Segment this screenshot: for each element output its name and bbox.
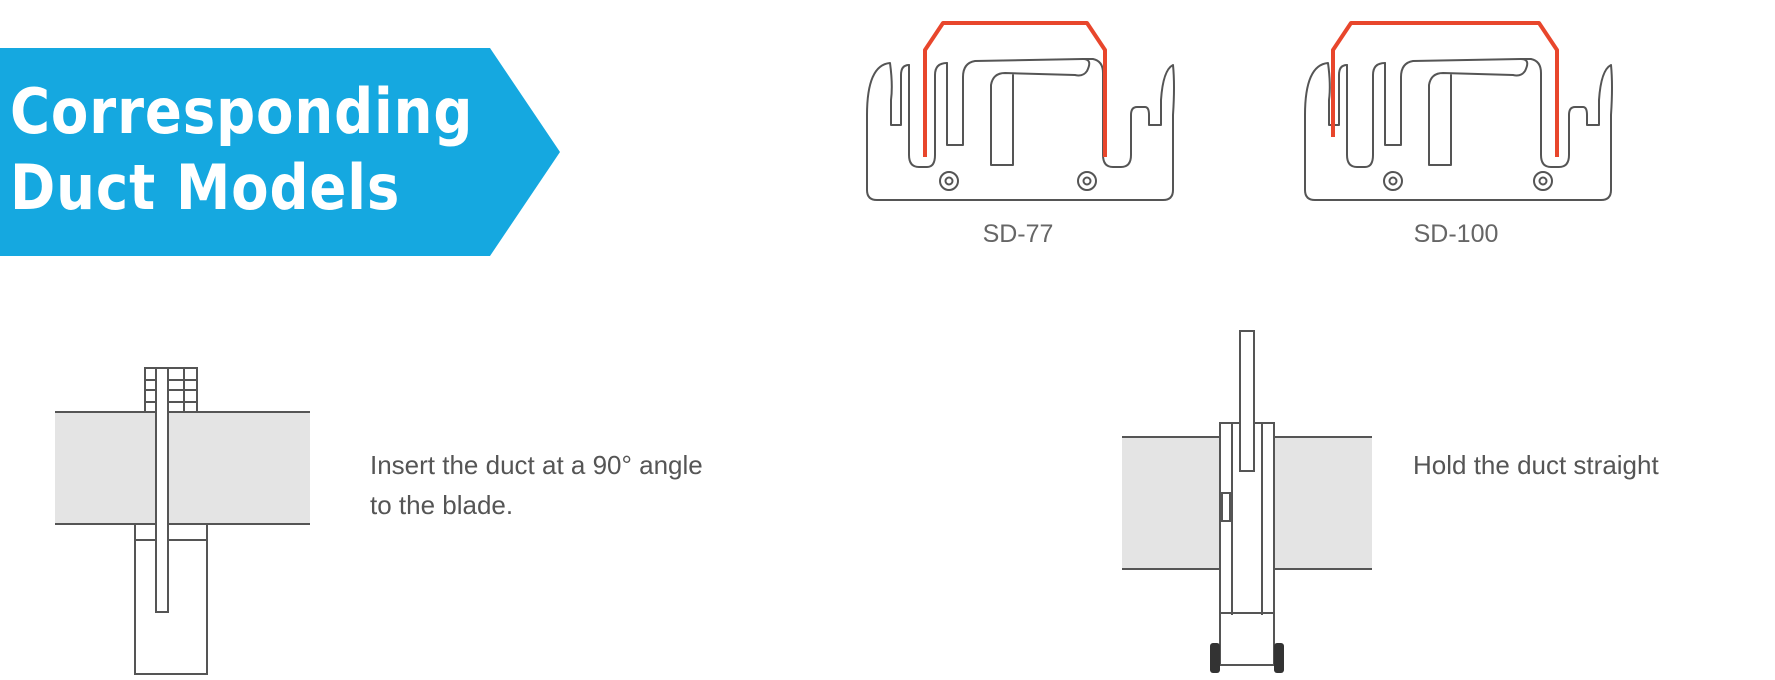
instruction-90-degree: Insert the duct at a 90° angle to the bl… (370, 445, 703, 525)
instruction-90-degree-line1: Insert the duct at a 90° angle (370, 450, 703, 480)
banner-title: Corresponding Duct Models (10, 74, 473, 226)
banner-title-line1: Corresponding (10, 75, 474, 148)
model-label-sd-100: SD-100 (1413, 220, 1499, 248)
sd-77-duct-illustration (866, 21, 1175, 201)
instruction-hold-straight-line1: Hold the duct straight (1413, 450, 1659, 480)
banner-arrow-shape (0, 48, 560, 256)
insert-90-degree-diagram (55, 367, 310, 675)
section-banner: Corresponding Duct Models (0, 48, 565, 256)
hold-straight-diagram (1122, 330, 1372, 673)
instruction-hold-straight: Hold the duct straight (1413, 445, 1659, 485)
banner-title-line2: Duct Models (10, 151, 401, 224)
sd-100-duct-illustration (1304, 21, 1613, 201)
model-label-sd-77: SD-77 (982, 220, 1054, 248)
instruction-90-degree-line2: to the blade. (370, 490, 514, 520)
